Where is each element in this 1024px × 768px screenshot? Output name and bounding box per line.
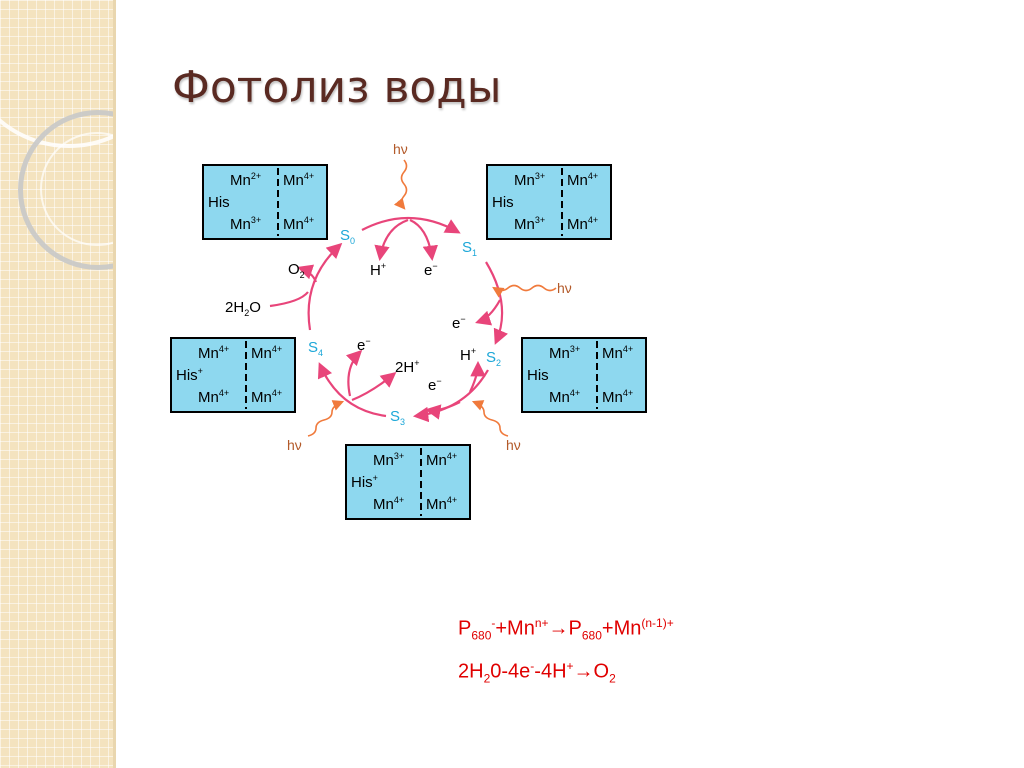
cycle-arc-s2-s3	[412, 369, 489, 423]
cycle-arc-s1-s2	[485, 261, 508, 345]
o2-label: O2	[288, 261, 305, 280]
state-label-s2: S2	[486, 349, 501, 368]
water-input-arrow	[269, 291, 309, 308]
e-label-s4: e−	[357, 336, 371, 354]
svg-text:Mn4+: Mn4+	[426, 495, 457, 513]
svg-text:Mn3+: Mn3+	[514, 171, 545, 189]
mn-box-s1: Mn3+ Mn4+ His Mn3+ Mn4+	[486, 164, 612, 240]
svg-text:Mn3+: Mn3+	[230, 215, 261, 233]
e-label-s2: e−	[428, 376, 442, 394]
state-label-s1: S1	[462, 239, 477, 258]
arrow-icon: →	[548, 617, 569, 640]
equations: P680-+Mnn+→P680+Mn(n-1)+ 2H20-4e--4H+→O2	[458, 608, 674, 693]
svg-text:Mn4+: Mn4+	[567, 171, 598, 189]
photon-arrow-right	[492, 284, 557, 298]
state-label-s3: S3	[390, 408, 405, 427]
svg-text:Mn4+: Mn4+	[373, 495, 404, 513]
release-arrow-e-s2	[424, 401, 461, 420]
hv-label-top: hν	[393, 141, 408, 157]
svg-text:His: His	[208, 194, 230, 211]
hv-label-bottom-right: hν	[506, 437, 521, 453]
svg-text:His: His	[492, 194, 514, 211]
mn-box-s0: Mn2+ Mn4+ His Mn3+ Mn4+	[202, 164, 328, 240]
water-label: 2H2O	[225, 299, 261, 318]
svg-text:His: His	[527, 367, 549, 384]
svg-text:Mn2+: Mn2+	[230, 171, 261, 189]
svg-text:Mn4+: Mn4+	[567, 215, 598, 233]
cycle-arc-s3-s4	[317, 362, 387, 418]
photon-arrow-bottom-right	[471, 400, 509, 437]
svg-text:Mn3+: Mn3+	[549, 344, 580, 362]
h-plus-label-s2: H+	[460, 346, 476, 364]
strip-edge	[113, 0, 116, 768]
svg-text:Mn4+: Mn4+	[602, 344, 633, 362]
svg-text:Mn4+: Mn4+	[283, 171, 314, 189]
release-arrow-e-s4	[345, 349, 363, 397]
arrow-icon: →	[573, 660, 594, 683]
svg-text:Mn4+: Mn4+	[198, 344, 229, 362]
equation-electron-transfer: P680-+Mnn+→P680+Mn(n-1)+	[458, 616, 674, 643]
svg-text:Mn4+: Mn4+	[549, 388, 580, 406]
hv-label-bottom-left: hν	[287, 437, 302, 453]
cycle-arc-s0-s1	[361, 216, 461, 234]
decorative-strip	[0, 0, 113, 768]
two-h-plus-label: 2H+	[395, 358, 419, 376]
svg-text:His+: His+	[176, 366, 203, 384]
state-label-s4: S4	[308, 339, 323, 358]
svg-text:Mn4+: Mn4+	[283, 215, 314, 233]
equation-water-splitting: 2H20-4e--4H+→O2	[458, 658, 616, 686]
svg-text:His+: His+	[351, 473, 378, 491]
photon-arrow-bottom-left	[307, 400, 345, 437]
h-plus-label-top: H+	[370, 261, 386, 279]
svg-text:Mn4+: Mn4+	[602, 388, 633, 406]
svg-text:Mn3+: Mn3+	[514, 215, 545, 233]
svg-text:Mn3+: Mn3+	[373, 451, 404, 469]
e-label-right: e−	[452, 314, 466, 332]
svg-text:Mn4+: Mn4+	[426, 451, 457, 469]
mn-box-s3: Mn3+ Mn4+ His+ Mn4+ Mn4+	[345, 444, 471, 520]
cycle-arc-s4-s0	[307, 242, 343, 331]
mn-box-s2: Mn3+ Mn4+ His Mn4+ Mn4+	[521, 337, 647, 413]
release-arrow-hplus	[374, 218, 409, 262]
mn-box-s4: Mn4+ Mn4+ His+ Mn4+ Mn4+	[170, 337, 296, 413]
hv-label-right: hν	[557, 280, 572, 296]
e-label-top: e−	[424, 261, 438, 279]
release-arrow-2hplus	[351, 372, 397, 402]
release-arrow-hplus-s2	[469, 360, 486, 393]
svg-text:Mn4+: Mn4+	[251, 388, 282, 406]
release-arrow-e-top	[409, 218, 439, 262]
slide-title: Фотолиз воды	[172, 62, 502, 113]
svg-text:Mn4+: Mn4+	[251, 344, 282, 362]
svg-text:Mn4+: Mn4+	[198, 388, 229, 406]
state-label-s0: S0	[340, 227, 355, 246]
o2-release-arrow	[297, 264, 318, 283]
photon-arrow-top	[393, 159, 408, 210]
release-arrow-e-right	[475, 299, 501, 326]
